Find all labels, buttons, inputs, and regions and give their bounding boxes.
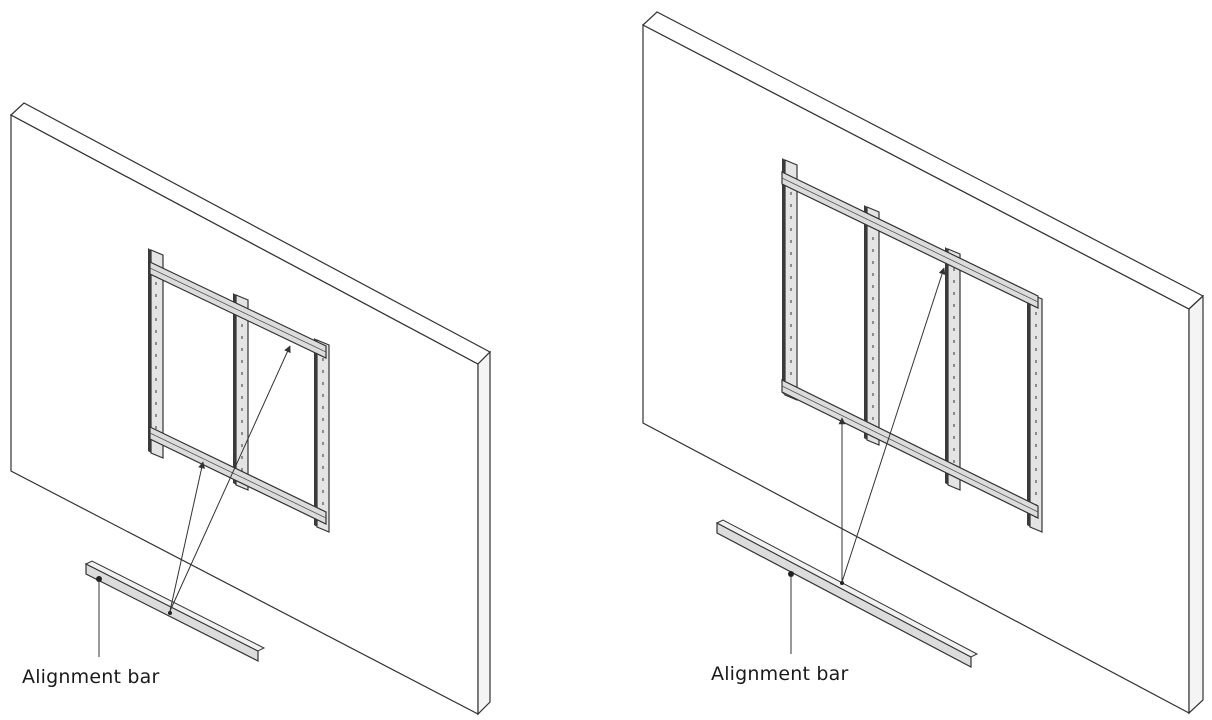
right-alignment-bar-label: Alignment bar [711, 663, 849, 685]
left-bracket-vertical-2 [233, 293, 249, 491]
right-rail-top [781, 171, 1039, 309]
left-figure [9, 102, 491, 716]
right-alignment-bar [715, 519, 979, 668]
left-alignment-bar [84, 560, 266, 662]
left-rail-top [149, 261, 327, 359]
right-bracket-vertical-3 [945, 247, 961, 491]
right-bracket-vertical-2 [864, 205, 880, 446]
left-arrows [169, 345, 291, 612]
left-bracket-vertical-3 [314, 338, 330, 533]
right-bracket-vertical-4 [1027, 292, 1043, 533]
right-arrows [838, 267, 946, 583]
right-wall-panel [641, 11, 1205, 715]
right-bracket-vertical-1 [782, 158, 798, 401]
left-rail-bottom [149, 426, 327, 525]
left-bracket-vertical-1 [148, 248, 164, 459]
right-rail-bottom [781, 379, 1039, 519]
left-wall-panel [9, 102, 491, 716]
right-figure [641, 11, 1205, 715]
left-alignment-bar-label: Alignment bar [22, 666, 160, 688]
